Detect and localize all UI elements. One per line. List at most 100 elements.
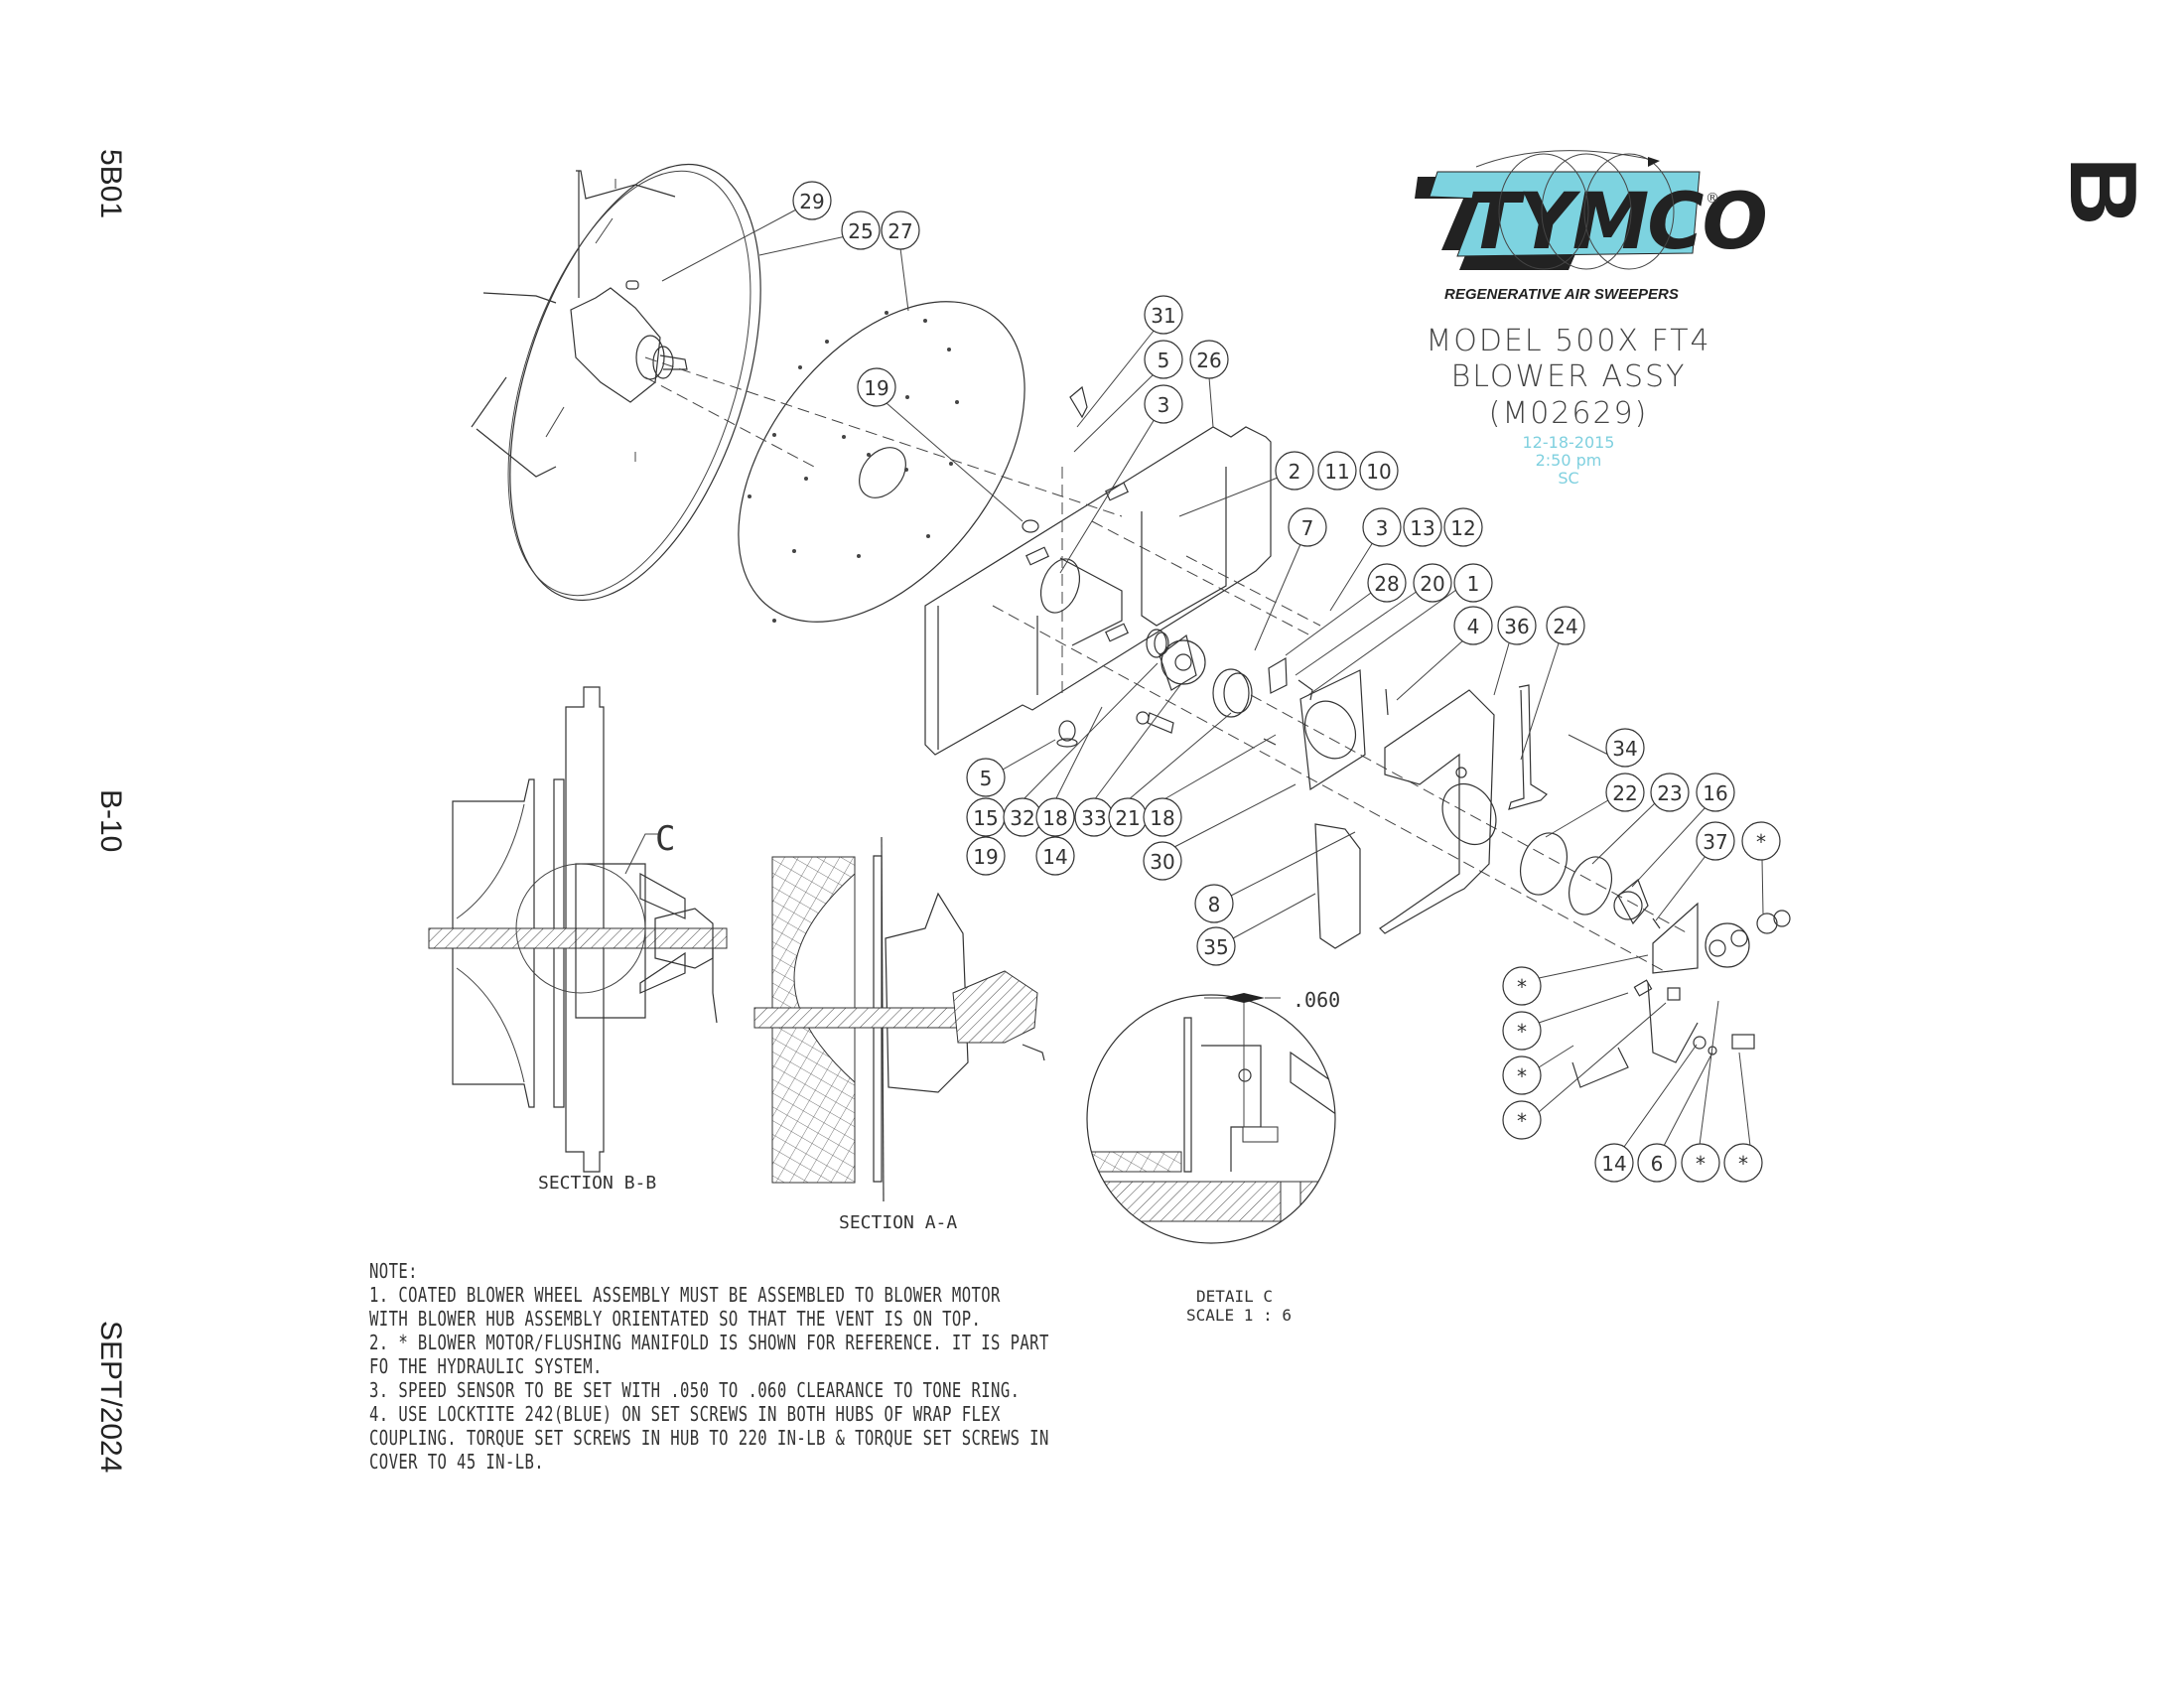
svg-text:14: 14	[1601, 1152, 1626, 1176]
svg-text:28: 28	[1374, 572, 1399, 596]
item-balloon: *	[1741, 821, 1781, 861]
item-balloon: 25	[841, 211, 881, 250]
drawing-time: 2:50 pm	[1535, 451, 1602, 470]
svg-text:33: 33	[1081, 806, 1106, 830]
item-balloon: 15	[966, 797, 1006, 837]
note-line: 1. COATED BLOWER WHEEL ASSEMBLY MUST BE …	[369, 1283, 1001, 1307]
item-balloon: 2	[1275, 451, 1314, 491]
item-balloon: *	[1502, 1100, 1542, 1140]
detail-c-title: DETAIL C	[1196, 1287, 1273, 1306]
svg-text:11: 11	[1324, 460, 1349, 484]
item-balloon: 37	[1696, 821, 1735, 861]
item-balloon: 8	[1194, 884, 1234, 923]
item-balloon: 32	[1003, 797, 1042, 837]
svg-text:15: 15	[973, 806, 998, 830]
item-balloon: 18	[1035, 797, 1075, 837]
item-balloon: 5	[1144, 340, 1183, 379]
note-line: COUPLING. TORQUE SET SCREWS IN HUB TO 22…	[369, 1426, 1049, 1450]
detail-c-view: .060 DETAIL C SCALE 1 : 6	[1086, 988, 1340, 1325]
logo-tagline: REGENERATIVE AIR SWEEPERS	[1444, 286, 1679, 303]
item-balloon: 19	[857, 367, 896, 407]
svg-text:10: 10	[1366, 460, 1391, 484]
item-balloon: 5	[966, 758, 1006, 797]
drawing-date: 12-18-2015	[1522, 433, 1615, 452]
leader-lines	[661, 208, 1764, 1148]
item-balloon: 24	[1546, 606, 1585, 645]
item-balloon: 11	[1317, 451, 1357, 491]
item-balloon: 14	[1035, 836, 1075, 876]
svg-text:22: 22	[1612, 781, 1637, 805]
assembly-notes: NOTE:1. COATED BLOWER WHEEL ASSEMBLY MUS…	[369, 1259, 1049, 1474]
blower-wheel	[471, 163, 761, 602]
registered-mark: ®	[1706, 191, 1719, 207]
svg-text:18: 18	[1042, 806, 1067, 830]
svg-text:23: 23	[1657, 781, 1682, 805]
section-b-b-view: C SECTION B-B	[428, 686, 728, 1194]
item-balloon: 26	[1189, 340, 1229, 379]
item-balloon: 33	[1074, 797, 1114, 837]
item-balloon: 35	[1196, 926, 1236, 966]
note-line: COVER TO 45 IN-LB.	[369, 1450, 545, 1474]
svg-text:20: 20	[1420, 572, 1444, 596]
svg-text:14: 14	[1042, 845, 1067, 869]
svg-text:24: 24	[1553, 615, 1577, 638]
svg-text:37: 37	[1703, 830, 1727, 854]
svg-text:12: 12	[1450, 516, 1475, 540]
item-balloon: 14	[1594, 1143, 1634, 1183]
item-balloon: 22	[1605, 773, 1645, 812]
svg-text:26: 26	[1196, 349, 1221, 372]
blower-mount-frame	[924, 385, 1272, 756]
item-balloon: 18	[1143, 797, 1182, 837]
svg-text:*: *	[1517, 1020, 1527, 1044]
item-balloon: 12	[1443, 507, 1483, 547]
item-balloon: 10	[1359, 451, 1399, 491]
svg-text:*: *	[1696, 1152, 1706, 1176]
svg-text:32: 32	[1010, 806, 1034, 830]
item-balloon: *	[1681, 1143, 1720, 1183]
detail-c-callout: C	[655, 819, 675, 859]
clearance-dimension: .060	[1293, 988, 1340, 1012]
section-a-a-view: SECTION A-A	[753, 836, 1045, 1233]
item-balloon: 19	[966, 836, 1006, 876]
drawing-title-line1: MODEL 500X FT4	[1426, 324, 1711, 358]
item-balloon: 30	[1143, 841, 1182, 881]
item-balloon: 1	[1453, 563, 1493, 603]
note-line: 2. * BLOWER MOTOR/FLUSHING MANIFOLD IS S…	[369, 1331, 1049, 1354]
item-balloon: 29	[792, 181, 832, 220]
item-balloon: 4	[1453, 606, 1493, 645]
svg-text:16: 16	[1703, 781, 1727, 805]
svg-text:*: *	[1517, 1064, 1527, 1088]
item-balloon: 3	[1362, 507, 1402, 547]
note-line: WITH BLOWER HUB ASSEMBLY ORIENTATED SO T…	[369, 1307, 982, 1331]
svg-text:35: 35	[1203, 935, 1228, 959]
drawing-title-line2: BLOWER ASSY	[1450, 359, 1687, 394]
item-balloon: *	[1502, 966, 1542, 1006]
item-balloon: 13	[1403, 507, 1442, 547]
exploded-small-parts	[1056, 629, 1791, 1088]
part-number: (M02629)	[1488, 396, 1649, 431]
svg-text:2: 2	[1289, 460, 1301, 484]
note-line: FO THE HYDRAULIC SYSTEM.	[369, 1354, 603, 1378]
item-balloon: 3	[1144, 384, 1183, 424]
svg-text:7: 7	[1301, 516, 1314, 540]
svg-text:3: 3	[1376, 516, 1389, 540]
section-b-b-label: SECTION B-B	[538, 1173, 656, 1194]
item-balloon: 20	[1413, 563, 1452, 603]
item-balloon: *	[1502, 1011, 1542, 1051]
item-balloon: 36	[1497, 606, 1537, 645]
tymco-logo: TYMCO ® REGENERATIVE AIR SWEEPERS	[1415, 150, 1768, 303]
svg-text:19: 19	[864, 376, 888, 400]
item-balloon: 6	[1637, 1143, 1677, 1183]
section-a-a-label: SECTION A-A	[839, 1212, 957, 1233]
svg-text:*: *	[1756, 830, 1766, 854]
item-balloon: 21	[1108, 797, 1148, 837]
item-balloon: 27	[881, 211, 920, 250]
svg-text:6: 6	[1651, 1152, 1664, 1176]
svg-text:30: 30	[1150, 850, 1174, 874]
svg-text:5: 5	[980, 767, 993, 790]
item-balloon: 23	[1650, 773, 1690, 812]
item-balloon: *	[1723, 1143, 1763, 1183]
item-balloon: 7	[1288, 507, 1327, 547]
